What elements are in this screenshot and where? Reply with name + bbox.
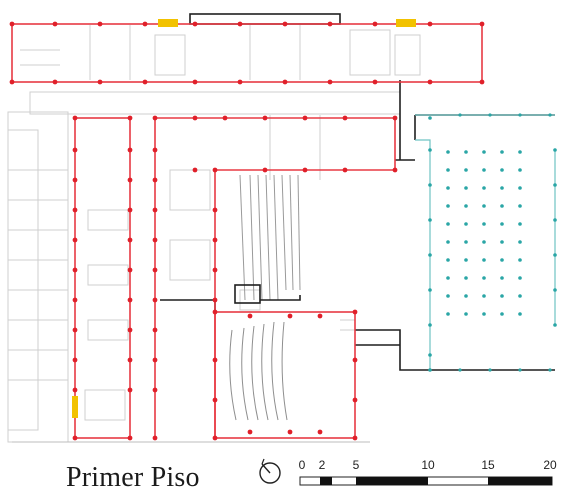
teal-column bbox=[518, 186, 522, 190]
teal-column bbox=[518, 368, 522, 372]
teal-column bbox=[458, 113, 462, 117]
teal-column bbox=[464, 312, 468, 316]
teal-column bbox=[464, 276, 468, 280]
teal-column bbox=[464, 294, 468, 298]
teal-column bbox=[500, 150, 504, 154]
teal-column bbox=[446, 150, 450, 154]
columns-red bbox=[9, 21, 485, 441]
scale-tick: 2 bbox=[318, 458, 326, 472]
teal-column bbox=[464, 240, 468, 244]
scale-tick: 15 bbox=[481, 458, 495, 472]
teal-column bbox=[488, 368, 492, 372]
teal-column bbox=[548, 113, 552, 117]
teal-column bbox=[500, 240, 504, 244]
teal-column bbox=[482, 312, 486, 316]
scale-tick: 10 bbox=[421, 458, 435, 472]
teal-column bbox=[518, 113, 522, 117]
teal-column bbox=[446, 222, 450, 226]
auditorium-seating bbox=[229, 321, 288, 421]
teal-column bbox=[428, 183, 432, 187]
scale-bar-graphic bbox=[299, 476, 553, 486]
teal-column bbox=[446, 168, 450, 172]
stair-markers bbox=[72, 19, 416, 418]
teal-column bbox=[446, 204, 450, 208]
teal-column bbox=[518, 168, 522, 172]
teal-column bbox=[428, 253, 432, 257]
walls bbox=[160, 13, 555, 371]
teal-column bbox=[464, 204, 468, 208]
scale-tick: 5 bbox=[352, 458, 360, 472]
zone-outlines-red bbox=[11, 23, 483, 439]
teal-column bbox=[482, 168, 486, 172]
teal-column bbox=[500, 294, 504, 298]
teal-column bbox=[446, 312, 450, 316]
teal-column bbox=[428, 116, 432, 120]
teal-column bbox=[488, 113, 492, 117]
scale-tick: 0 bbox=[298, 458, 306, 472]
teal-column bbox=[518, 240, 522, 244]
teal-column bbox=[464, 222, 468, 226]
teal-column bbox=[500, 204, 504, 208]
columns-teal bbox=[428, 113, 557, 372]
teal-column bbox=[482, 240, 486, 244]
teal-column bbox=[428, 368, 432, 372]
zone-outline-teal bbox=[415, 114, 556, 370]
teal-column bbox=[446, 294, 450, 298]
teal-column bbox=[446, 258, 450, 262]
teal-column bbox=[482, 294, 486, 298]
teal-column bbox=[553, 288, 557, 292]
teal-column bbox=[518, 276, 522, 280]
teal-column bbox=[500, 258, 504, 262]
teal-column bbox=[482, 204, 486, 208]
floor-title: Primer Piso bbox=[66, 462, 200, 493]
teal-column bbox=[553, 323, 557, 327]
teal-column bbox=[553, 183, 557, 187]
teal-column bbox=[482, 276, 486, 280]
ramp-lines bbox=[239, 174, 301, 301]
teal-column bbox=[518, 204, 522, 208]
teal-column bbox=[500, 222, 504, 226]
teal-column bbox=[548, 368, 552, 372]
north-arrow-icon bbox=[259, 458, 281, 484]
teal-column bbox=[428, 323, 432, 327]
teal-column bbox=[553, 218, 557, 222]
scale-tick: 20 bbox=[543, 458, 557, 472]
teal-column bbox=[500, 312, 504, 316]
teal-column bbox=[518, 150, 522, 154]
teal-column bbox=[446, 276, 450, 280]
teal-column bbox=[482, 222, 486, 226]
teal-column bbox=[518, 312, 522, 316]
teal-column bbox=[428, 218, 432, 222]
teal-column bbox=[518, 294, 522, 298]
teal-column bbox=[500, 168, 504, 172]
teal-column bbox=[553, 253, 557, 257]
teal-column bbox=[464, 258, 468, 262]
teal-column bbox=[482, 186, 486, 190]
teal-column bbox=[428, 148, 432, 152]
teal-column bbox=[500, 186, 504, 190]
teal-column bbox=[464, 186, 468, 190]
drafting-lines bbox=[7, 25, 421, 443]
scale-bar: 0 2 5 10 15 20 bbox=[292, 458, 560, 492]
teal-column bbox=[553, 148, 557, 152]
teal-column bbox=[464, 168, 468, 172]
teal-column bbox=[446, 240, 450, 244]
teal-column bbox=[518, 258, 522, 262]
teal-column bbox=[428, 288, 432, 292]
teal-column bbox=[464, 150, 468, 154]
teal-column bbox=[500, 276, 504, 280]
teal-column bbox=[482, 150, 486, 154]
teal-column bbox=[446, 186, 450, 190]
teal-column bbox=[482, 258, 486, 262]
teal-column bbox=[518, 222, 522, 226]
teal-column bbox=[458, 368, 462, 372]
teal-column bbox=[428, 353, 432, 357]
